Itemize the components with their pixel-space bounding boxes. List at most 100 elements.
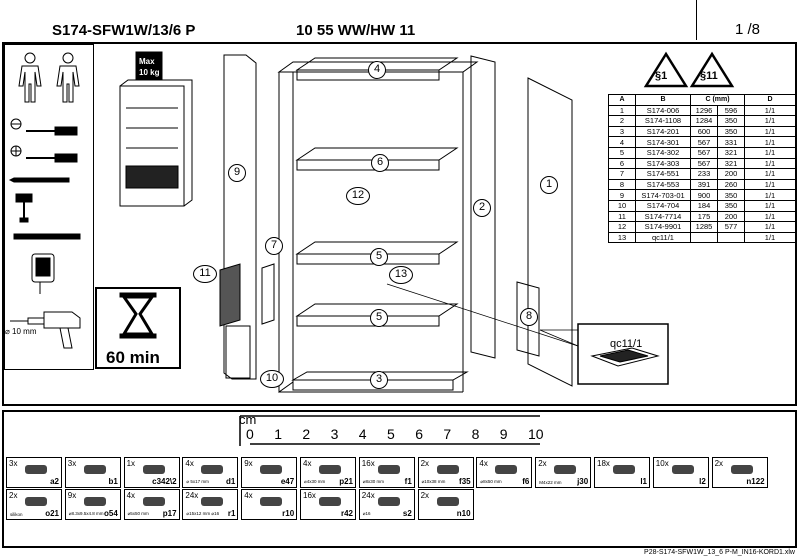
hardware-code: o54 bbox=[104, 509, 118, 518]
hardware-code: c342\2 bbox=[152, 477, 177, 486]
parts-table-cell: 2 bbox=[608, 115, 636, 127]
hardware-qty: 2x bbox=[714, 459, 724, 468]
hardware-code: r42 bbox=[340, 509, 353, 518]
part-badge-3: 3 bbox=[370, 371, 388, 389]
parts-table-cell: 567 bbox=[690, 157, 718, 170]
part-badge-11: 11 bbox=[193, 265, 217, 283]
ruler-tick-label: 2 bbox=[302, 426, 311, 442]
parts-table-cell: 1/1 bbox=[744, 178, 796, 191]
hardware-qty: 4x bbox=[185, 459, 194, 468]
hardware-part-icon bbox=[436, 465, 459, 474]
hardware-code: p17 bbox=[162, 509, 177, 518]
parts-table-cell: 1/1 bbox=[744, 125, 796, 138]
hardware-size: ⌀10x38 mm bbox=[421, 479, 446, 484]
parts-table-cell: S174-301 bbox=[635, 136, 691, 148]
parts-table-cell: 1/1 bbox=[744, 231, 796, 244]
hardware-qty: 10x bbox=[655, 459, 669, 468]
hardware-code: r1 bbox=[227, 509, 236, 518]
parts-table-cell: S174-703-01 bbox=[635, 189, 691, 201]
parts-table-cell: 596 bbox=[717, 104, 745, 117]
part-badge-6: 6 bbox=[371, 154, 389, 172]
parts-table-cell: 900 bbox=[690, 189, 718, 201]
part-badge-9: 9 bbox=[228, 164, 246, 182]
parts-table-cell: 12 bbox=[608, 221, 636, 233]
color-code: 10 55 WW/HW 11 bbox=[296, 22, 416, 39]
ruler-tick-label: 8 bbox=[471, 426, 480, 442]
hardware-qty: 3x bbox=[9, 459, 18, 468]
parts-table-cell: 600 bbox=[690, 125, 718, 138]
hardware-code: d1 bbox=[226, 477, 236, 486]
parts-table-cell: 5 bbox=[608, 146, 636, 159]
timer-label: 60 min bbox=[106, 348, 160, 367]
parts-table-cell: 1/1 bbox=[744, 157, 796, 170]
part-badge-12: 12 bbox=[346, 187, 370, 205]
part-badge-13: 13 bbox=[389, 266, 413, 284]
hardware-size: ⌀5x50 mm bbox=[127, 511, 149, 516]
parts-table-cell: 6 bbox=[608, 157, 636, 170]
weight-kg-label: 10 kg bbox=[139, 68, 160, 77]
hardware-code: f6 bbox=[522, 477, 530, 486]
hardware-part-icon bbox=[142, 465, 165, 474]
hardware-part-icon bbox=[730, 465, 753, 474]
parts-table-cell: 321 bbox=[717, 146, 745, 159]
parts-table-cell: 1296 bbox=[690, 104, 718, 117]
hardware-code: r10 bbox=[282, 509, 295, 518]
hardware-qty: 4x bbox=[244, 491, 253, 500]
hardware-code: b1 bbox=[108, 477, 118, 486]
warning-label-1: §1 bbox=[655, 70, 668, 82]
hardware-part-icon bbox=[671, 465, 694, 474]
parts-table-cell: 233 bbox=[690, 168, 718, 180]
hardware-item: 4x r10 bbox=[241, 489, 298, 520]
ruler-tick-label: 10 bbox=[528, 426, 544, 442]
timer-box bbox=[95, 287, 181, 369]
hardware-code: e47 bbox=[280, 477, 295, 486]
col-d: D bbox=[744, 94, 796, 106]
parts-table-cell: S174-7714 bbox=[635, 210, 691, 223]
hardware-qty: 4x bbox=[303, 459, 312, 468]
level-icon bbox=[13, 233, 81, 240]
parts-table-cell: 260 bbox=[717, 178, 745, 191]
main-panel bbox=[2, 42, 797, 406]
ruler-unit: cm bbox=[239, 412, 257, 427]
weight-max-label: Max bbox=[139, 57, 155, 66]
parts-table-cell: 567 bbox=[690, 136, 718, 148]
shelves bbox=[291, 57, 469, 391]
drill-size-label: ⌀ 10 mm bbox=[5, 327, 37, 336]
parts-table-cell: S174-201 bbox=[635, 125, 691, 138]
parts-table-cell: 1/1 bbox=[744, 136, 796, 148]
hardware-size: M4x22 mm bbox=[539, 480, 562, 485]
hardware-size: ⌀8x50 mm bbox=[480, 479, 502, 484]
parts-table-cell: 200 bbox=[717, 168, 745, 180]
screwdriver-icon bbox=[10, 118, 78, 163]
hardware-part-icon bbox=[613, 465, 635, 474]
parts-table-cell: 1/1 bbox=[744, 104, 796, 117]
hardware-part-icon bbox=[260, 465, 283, 474]
parts-table-cell: 10 bbox=[608, 199, 636, 212]
hardware-part-icon bbox=[319, 465, 341, 474]
hardware-qty: 16x bbox=[303, 491, 316, 500]
parts-table-cell: 1/1 bbox=[744, 189, 796, 201]
glass-8 bbox=[516, 281, 540, 357]
hardware-qty: 4x bbox=[126, 491, 136, 500]
parts-table-cell: 184 bbox=[690, 199, 718, 212]
warning-triangle-2 bbox=[689, 51, 735, 88]
hardware-part-icon bbox=[25, 497, 47, 506]
hardware-part-icon bbox=[201, 497, 224, 506]
part-badge-5b: 5 bbox=[370, 309, 388, 327]
parts-table-cell: S174-551 bbox=[635, 168, 691, 180]
ruler-tick-label: 4 bbox=[358, 426, 367, 442]
